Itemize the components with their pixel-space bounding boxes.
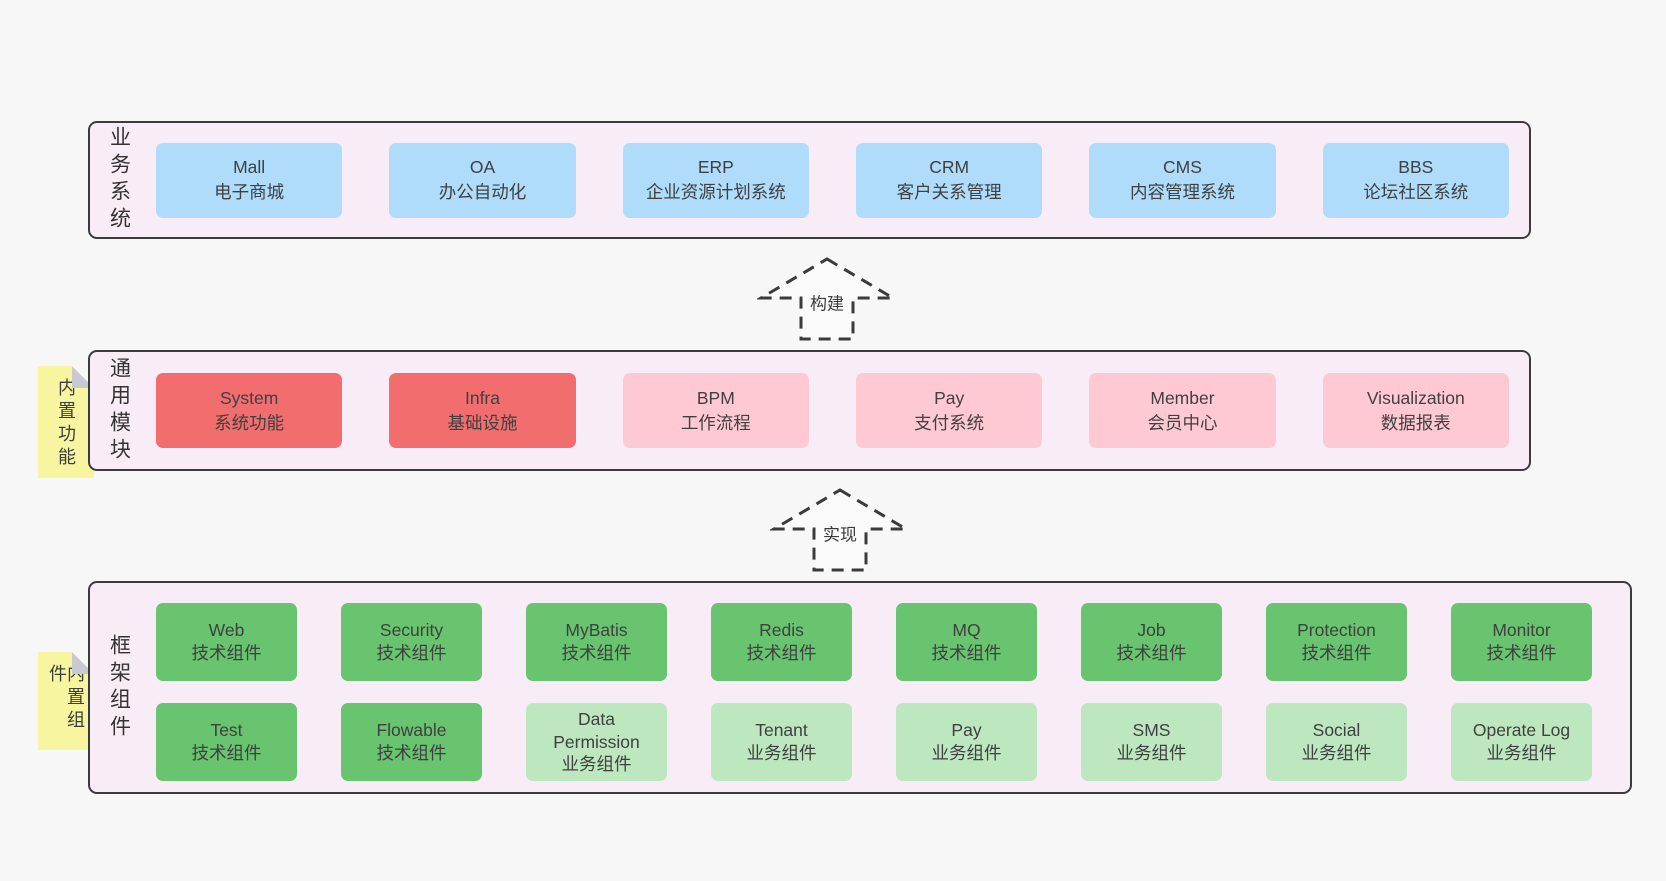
box-visualization: Visualization 数据报表: [1322, 373, 1509, 448]
box-mq: MQ 技术组件: [896, 603, 1037, 681]
build-arrow: 构建: [757, 256, 897, 342]
box-web: Web 技术组件: [156, 603, 297, 681]
built-in-features-note: 内置功能: [38, 366, 94, 478]
box-oa: OA 办公自动化: [389, 142, 576, 218]
box-erp: ERP 企业资源计划系统: [622, 142, 809, 218]
box-pay: Pay 支付系统: [855, 373, 1043, 448]
box-bbs: BBS 论坛社区系统: [1322, 142, 1509, 218]
business-systems-band: 业务系统 Mall 电子商城 OA 办公自动化 ERP 企业资源计划系统 CRM…: [88, 121, 1531, 239]
band-title-text: 框架组件: [107, 633, 131, 742]
built-in-components-note: 内置组件: [38, 652, 94, 750]
box-member: Member 会员中心: [1089, 373, 1276, 448]
band-title-text: 业务系统: [107, 126, 131, 234]
box-test: Test 技术组件: [156, 703, 297, 781]
box-system: System 系统功能: [156, 373, 343, 448]
box-cms: CMS 内容管理系统: [1089, 142, 1276, 218]
common-modules-band: 通用模块 System 系统功能 Infra 基础设施 BPM 工作流程 Pay…: [88, 350, 1531, 471]
box-mybatis: MyBatis 技术组件: [526, 603, 667, 681]
box-job: Job 技术组件: [1081, 603, 1222, 681]
box-protection: Protection 技术组件: [1266, 603, 1407, 681]
box-bpm: BPM 工作流程: [622, 373, 809, 448]
band-title-business: 业务系统: [90, 123, 148, 237]
box-pay-component: Pay 业务组件: [896, 703, 1037, 781]
box-flowable: Flowable 技术组件: [341, 703, 482, 781]
business-boxes-row: Mall 电子商城 OA 办公自动化 ERP 企业资源计划系统 CRM 客户关系…: [156, 123, 1509, 237]
framework-boxes-grid: Web 技术组件 Security 技术组件 MyBatis 技术组件 Redi…: [156, 603, 1592, 781]
box-tenant: Tenant 业务组件: [711, 703, 852, 781]
box-monitor: Monitor 技术组件: [1451, 603, 1592, 681]
box-social: Social 业务组件: [1266, 703, 1407, 781]
box-mall: Mall 电子商城: [156, 142, 343, 218]
implement-arrow: 实现: [770, 487, 910, 573]
band-title-common: 通用模块: [90, 352, 148, 469]
framework-components-band: 框架组件 Web 技术组件 Security 技术组件 MyBatis 技术组件…: [88, 581, 1632, 794]
box-crm: CRM 客户关系管理: [855, 142, 1043, 218]
common-boxes-row: System 系统功能 Infra 基础设施 BPM 工作流程 Pay 支付系统…: [156, 352, 1509, 469]
box-operate-log: Operate Log 业务组件: [1451, 703, 1592, 781]
build-arrow-label: 构建: [807, 289, 847, 315]
box-sms: SMS 业务组件: [1081, 703, 1222, 781]
band-title-framework: 框架组件: [90, 583, 148, 792]
box-redis: Redis 技术组件: [711, 603, 852, 681]
implement-arrow-label: 实现: [820, 520, 860, 546]
box-data-permission: Data Permission 业务组件: [526, 703, 667, 781]
box-infra: Infra 基础设施: [389, 373, 576, 448]
band-title-text: 通用模块: [107, 356, 131, 465]
box-security: Security 技术组件: [341, 603, 482, 681]
